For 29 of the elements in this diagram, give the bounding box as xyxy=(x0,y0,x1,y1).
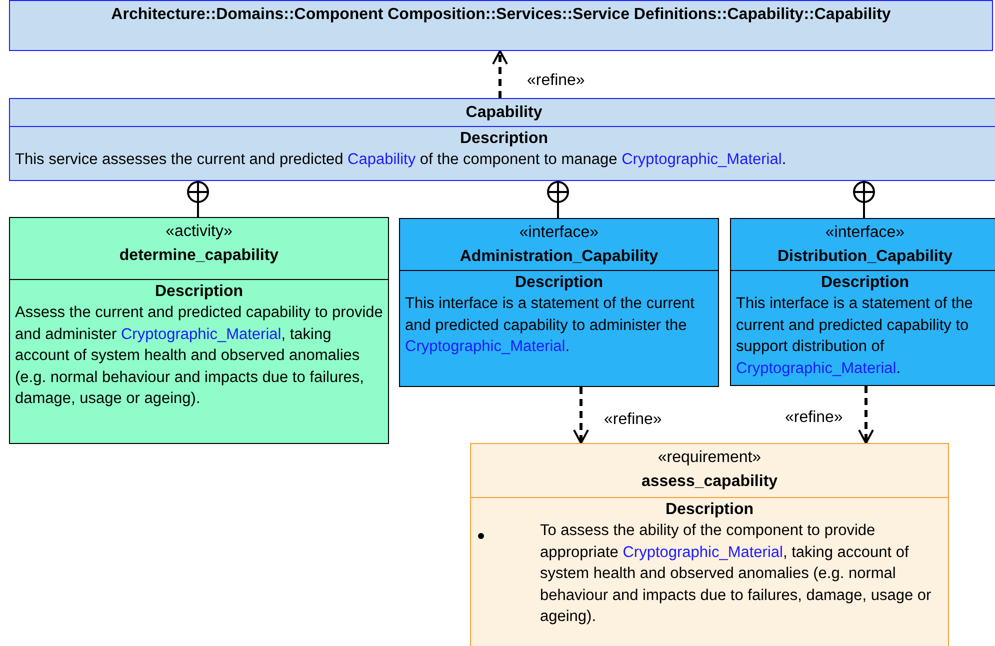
stereotype-label: «interface» xyxy=(519,223,599,243)
element-name: Architecture::Domains::Component Composition::Services::Service Definitions::Capability::Capability xyxy=(111,5,891,25)
element-name: assess_capability xyxy=(641,472,778,492)
description-text: To assess the ability of the component to provide appropriate Cryptographic_Material, taking account of system health and observed anomalies (e.g. normal behaviour and impacts due to failures, damage, usage or ageing). xyxy=(540,521,932,627)
dashed-arrow xyxy=(573,387,589,444)
uml-element-box xyxy=(9,98,995,181)
description-text: This service assesses the current and predicted Capability of the component to manage Cryptographic_Material. xyxy=(15,150,786,170)
description-text: This interface is a statement of the current and predicted capability to support distribution of Cryptographic_Material. xyxy=(736,294,974,378)
element-name: Capability xyxy=(466,103,542,123)
section-heading: Description xyxy=(665,500,754,520)
element-name: Distribution_Capability xyxy=(777,247,953,267)
uml-element-box xyxy=(399,218,719,387)
stereotype-label: «requirement» xyxy=(658,448,762,468)
section-heading: Description xyxy=(460,129,548,149)
element-name: determine_capability xyxy=(119,246,279,266)
section-heading: Description xyxy=(514,273,603,293)
description-text: Assess the current and predicted capability to provide and administer Cryptographic_Material, taking account of system health and observed anomalies (e.g. normal behaviour and impacts due to failures, damage, usage or ageing). xyxy=(15,303,383,409)
description-text: This interface is a statement of the current and predicted capability to administer the Cryptographic_Material. xyxy=(405,294,696,357)
section-heading: Description xyxy=(154,282,243,302)
dashed-arrow xyxy=(858,386,874,444)
stereotype-label: «interface» xyxy=(825,223,905,243)
dashed-arrow xyxy=(492,50,508,98)
uml-element-box xyxy=(9,0,993,51)
uml-element-box xyxy=(470,443,949,646)
section-heading: Description xyxy=(820,273,909,293)
element-name: Administration_Capability xyxy=(460,247,658,267)
stereotype-label: «activity» xyxy=(166,222,232,242)
uml-element-box xyxy=(9,217,389,444)
uml-element-box xyxy=(730,218,995,386)
